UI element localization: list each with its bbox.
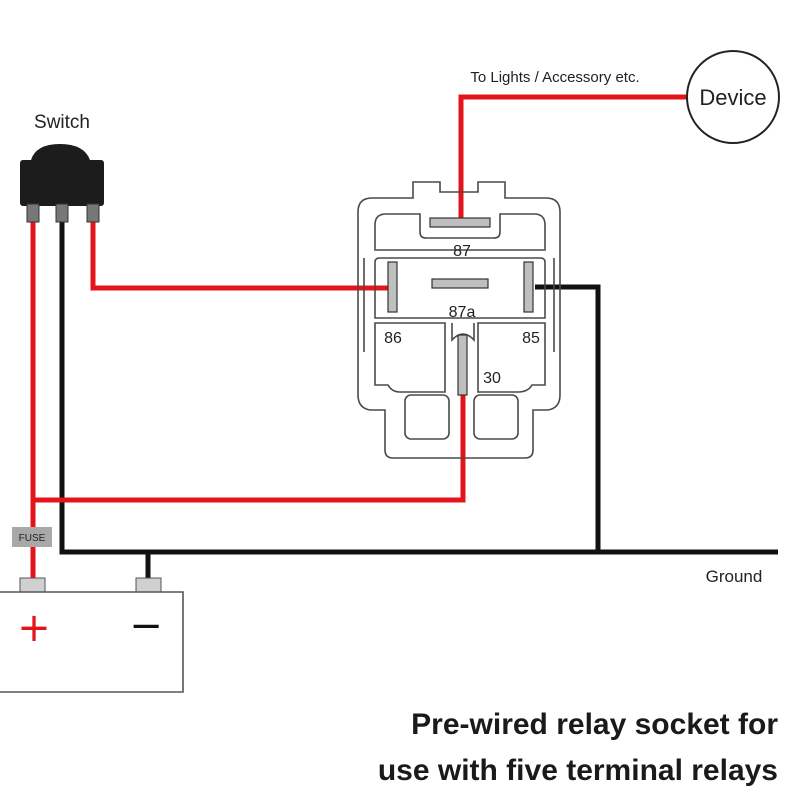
relay-socket-inner-lower-right: [477, 322, 546, 393]
battery-positive-post: [19, 577, 46, 593]
device-wire-label: To Lights / Accessory etc.: [470, 69, 639, 86]
relay-socket-inner-middle: [374, 257, 546, 319]
terminal-85-label: 85: [522, 330, 540, 347]
terminal-87a-blade: [431, 278, 489, 289]
relay-terminals: [387, 217, 534, 396]
battery: + −: [0, 577, 184, 693]
relay-87-to-device-wire: [458, 94, 687, 222]
terminal-86-blade: [387, 261, 398, 313]
switch-pin-center: [55, 203, 69, 223]
relay-socket-key-slot: [451, 323, 475, 343]
fuse: FUSE: [12, 527, 52, 547]
battery-negative-post: [135, 577, 162, 593]
caption-line-1: Pre-wired relay socket for: [411, 708, 778, 741]
terminal-85-blade: [523, 261, 534, 313]
switch-pin-left: [26, 203, 40, 223]
terminal-87-blade: [429, 217, 491, 228]
caption-line-2: use with five terminal relays: [377, 754, 778, 787]
relay-socket-lower-pocket-left: [404, 394, 450, 440]
battery-negative-symbol: −: [129, 603, 163, 649]
device-circle: [686, 50, 780, 144]
switch-to-86-wire: [90, 222, 390, 291]
terminal-30-label: 30: [483, 370, 501, 387]
fuse-label: FUSE: [19, 533, 46, 544]
relay-socket-inner-lower-left: [374, 322, 446, 393]
positive-wires: [30, 94, 687, 583]
device-label: Device: [699, 85, 766, 110]
relay-30-feed-wire: [33, 395, 466, 503]
rocker-switch: Switch: [20, 112, 104, 223]
terminal-86-label: 86: [384, 330, 402, 347]
fuse-body: [12, 527, 52, 547]
ground-label: Ground: [706, 567, 763, 586]
switch-label: Switch: [34, 112, 90, 133]
relay-socket-inner-top: [374, 213, 546, 251]
switch-pin-right: [86, 203, 100, 223]
relay-socket: [357, 181, 561, 459]
caption: Pre-wired relay socket for use with five…: [278, 702, 778, 794]
terminal-87a-label: 87a: [449, 304, 476, 321]
relay-85-ground-wire: [535, 284, 601, 552]
relay-socket-outline: [357, 181, 561, 459]
device: To Lights / Accessory etc. Device: [470, 50, 780, 144]
relay-socket-lower-pocket-right: [473, 394, 519, 440]
ground-wires: [59, 222, 778, 582]
ground-bus-wire: [59, 222, 778, 555]
battery-body: [0, 591, 184, 693]
switch-body: [20, 160, 104, 206]
battery-positive-symbol: +: [17, 605, 51, 651]
terminal-87-label: 87: [453, 243, 471, 260]
terminal-30-blade: [457, 334, 468, 396]
relay-terminal-labels: 87 87a 86 85 30: [384, 243, 540, 387]
switch-rocker: [31, 144, 90, 160]
